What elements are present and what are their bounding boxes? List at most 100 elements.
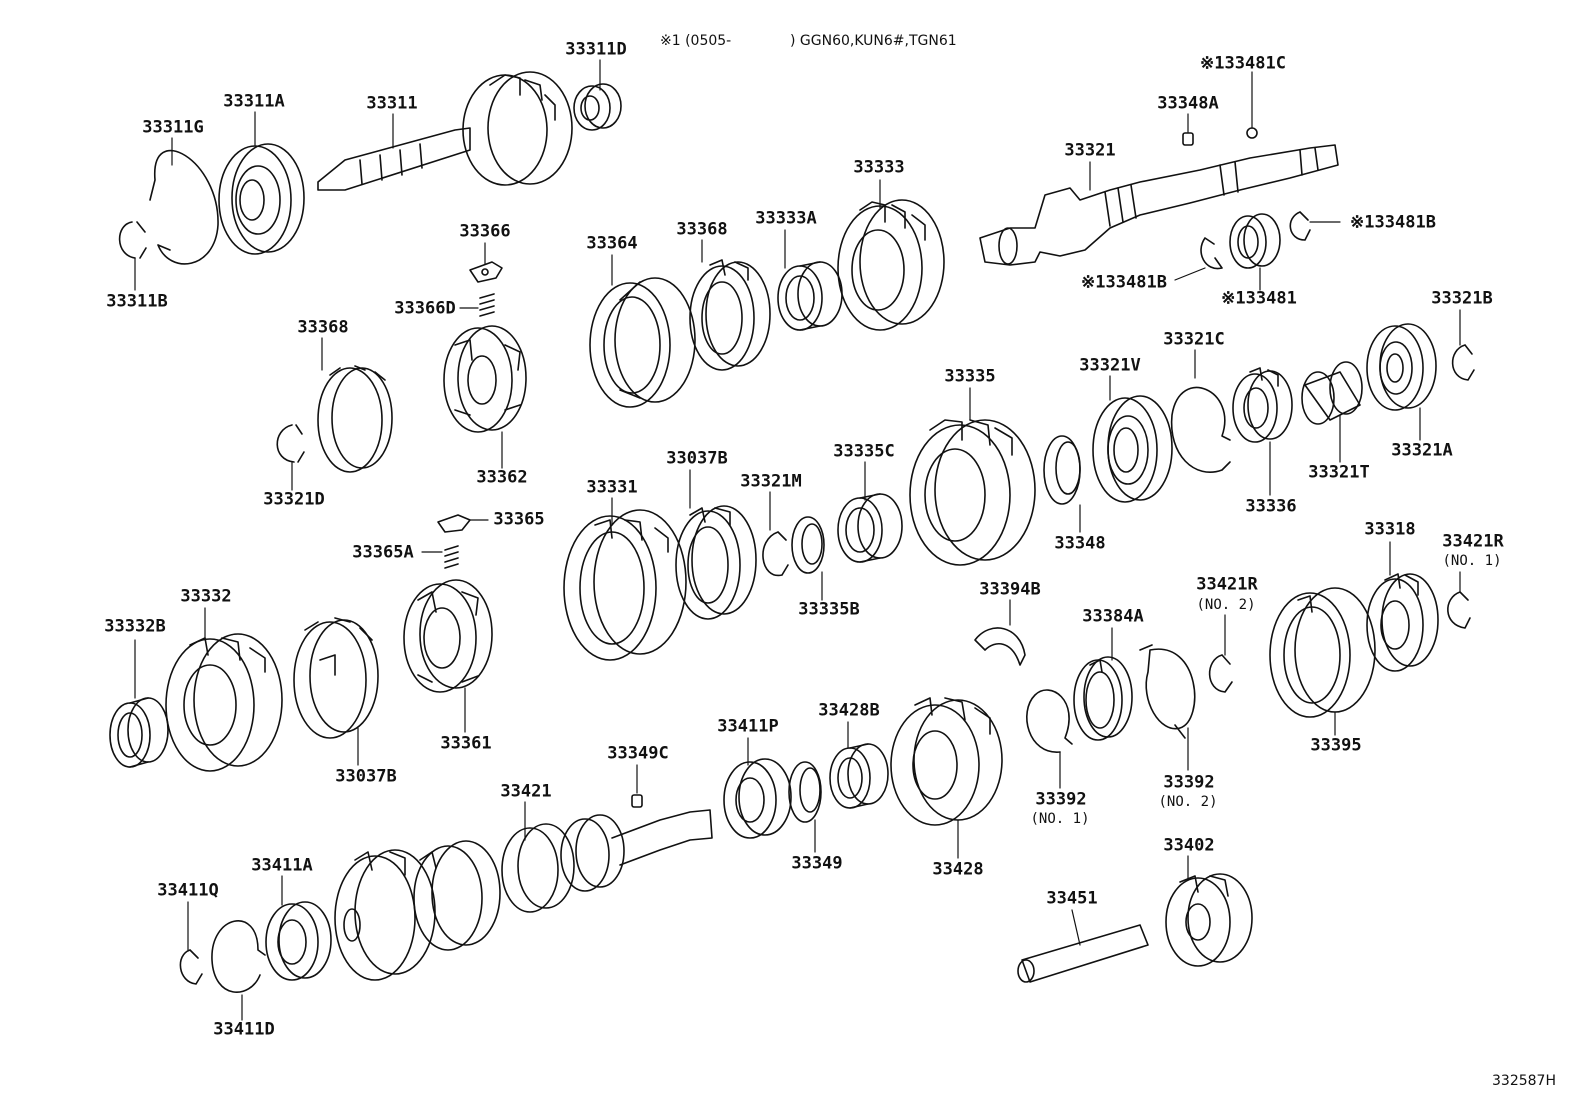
label-33333A: 33333A	[755, 208, 817, 229]
label-33411Q: 33411Q	[157, 880, 219, 901]
part-33368-synchro-ring	[689, 259, 771, 371]
label-33366D: 33366D	[394, 298, 456, 319]
part-33411P-bearing	[723, 758, 792, 839]
label-33332: 33332	[180, 586, 232, 607]
label-33335: 33335	[944, 366, 996, 387]
label-133481: ※133481	[1221, 288, 1297, 309]
part-33394B-fork-shoe	[974, 627, 1026, 666]
part-33362-hub	[443, 325, 527, 433]
label-33402: 33402	[1163, 835, 1215, 856]
part-33366D-spring	[479, 293, 495, 317]
part-33421-counter-shaft	[334, 809, 713, 981]
label-33321A: 33321A	[1391, 440, 1453, 461]
label-33348: 33348	[1054, 533, 1106, 554]
label-33411D: 33411D	[213, 1019, 275, 1040]
label-33336: 33336	[1245, 496, 1297, 517]
label-33321C: 33321C	[1163, 329, 1225, 350]
part-33402-gear	[1165, 873, 1253, 967]
drawing-id: 332587H	[1492, 1073, 1556, 1089]
part-33037B-synchro-ring-a	[675, 505, 757, 620]
label-33037B-upper: 33037B	[666, 448, 728, 469]
part-33421R-ring-no1	[1447, 591, 1471, 629]
label-33361: 33361	[440, 733, 492, 754]
part-33321T-sleeve	[1301, 361, 1363, 425]
part-33364-sleeve	[589, 277, 696, 408]
label-33421R-no2: 33421R	[1196, 574, 1258, 595]
label-33365: 33365	[493, 509, 545, 530]
label-33321B: 33321B	[1431, 288, 1493, 309]
label-133481B-left: ※133481B	[1081, 272, 1167, 293]
label-33311B: 33311B	[106, 291, 168, 312]
label-33421R-no1-sub: (NO. 1)	[1442, 553, 1502, 569]
part-133481C-ball	[1246, 127, 1258, 139]
label-33384A: 33384A	[1082, 606, 1144, 627]
label-33395: 33395	[1310, 735, 1362, 756]
label-33321D: 33321D	[263, 489, 325, 510]
part-33368-synchro-ring-left	[317, 365, 393, 473]
part-33348A-pin	[1182, 132, 1194, 146]
part-33311G-snap-ring	[149, 149, 219, 265]
part-33332-gear	[165, 633, 283, 772]
label-33321V: 33321V	[1079, 355, 1141, 376]
label-33311G: 33311G	[142, 117, 204, 138]
part-33331-sleeve	[563, 509, 687, 661]
leader-lines	[134, 59, 1461, 1021]
part-33321D-ring	[276, 424, 305, 463]
label-33037B-lower: 33037B	[335, 766, 397, 787]
part-33411A-bearing	[265, 901, 332, 981]
part-33311-input-shaft	[317, 71, 573, 191]
part-33333-gear	[837, 199, 945, 331]
part-33321B-ring	[1451, 344, 1475, 381]
label-33428B: 33428B	[818, 700, 880, 721]
label-33392-no1: 33392	[1035, 789, 1087, 810]
part-33321V-bearing	[1092, 395, 1173, 503]
part-33349C-pin	[631, 794, 643, 808]
label-33428: 33428	[932, 859, 984, 880]
part-33411D-snap-ring	[211, 920, 266, 993]
label-33348A: 33348A	[1157, 93, 1219, 114]
label-33392-no2-sub: (NO. 2)	[1158, 794, 1218, 810]
part-33392-ring-no1	[1026, 689, 1073, 753]
label-133481B-right: ※133481B	[1350, 212, 1436, 233]
part-33395-sleeve	[1269, 587, 1376, 718]
label-33368: 33368	[676, 219, 728, 240]
part-33321M-ring	[762, 531, 789, 577]
part-33318-synchro-ring	[1366, 573, 1439, 672]
label-33349C: 33349C	[607, 743, 669, 764]
applicability-note-models: ) GGN60,KUN6#,TGN61	[790, 33, 957, 49]
label-33421R-no2-sub: (NO. 2)	[1196, 597, 1256, 613]
part-33321A-bearing	[1366, 323, 1437, 411]
part-33037B-synchro-ring-b	[293, 617, 379, 739]
part-33348-ring	[1043, 435, 1081, 505]
label-33392-no2: 33392	[1163, 772, 1215, 793]
label-33421R-no1: 33421R	[1442, 531, 1504, 552]
part-33361-hub	[403, 579, 493, 693]
label-33321: 33321	[1064, 140, 1116, 161]
label-33335C: 33335C	[833, 441, 895, 462]
label-33411A: 33411A	[251, 855, 313, 876]
part-33428-gear	[890, 697, 1003, 826]
label-33411P: 33411P	[717, 716, 779, 737]
label-33332B: 33332B	[104, 616, 166, 637]
label-33311A: 33311A	[223, 91, 285, 112]
part-33451-pin-shaft	[1017, 924, 1149, 983]
label-33333: 33333	[853, 157, 905, 178]
label-33321M: 33321M	[740, 471, 802, 492]
part-133481B-ring-a	[1200, 237, 1223, 270]
part-33336-gear	[1232, 367, 1293, 443]
label-33321T: 33321T	[1308, 462, 1370, 483]
label-33366: 33366	[459, 221, 511, 242]
part-33311B-ring	[118, 221, 147, 259]
label-33421: 33421	[500, 781, 552, 802]
label-33362: 33362	[476, 467, 528, 488]
label-33331: 33331	[586, 477, 638, 498]
part-133481-bearing	[1229, 213, 1281, 269]
label-33311D: 33311D	[565, 39, 627, 60]
label-33335B: 33335B	[798, 599, 860, 620]
part-33366-key	[469, 261, 503, 283]
label-33318: 33318	[1364, 519, 1416, 540]
label-33364: 33364	[586, 233, 638, 254]
label-33392-no1-sub: (NO. 1)	[1030, 811, 1090, 827]
